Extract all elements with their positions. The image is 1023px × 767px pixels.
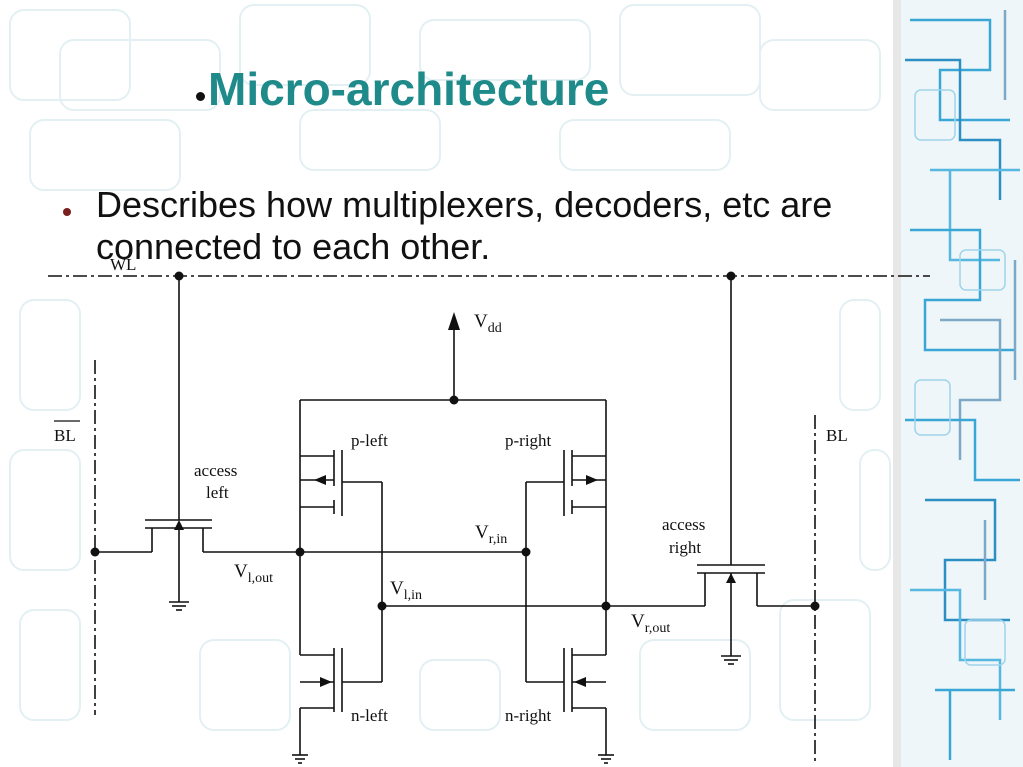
node-dot bbox=[726, 271, 736, 281]
access-left-label-line2: left bbox=[206, 483, 229, 502]
v-l-out-label: Vl,out bbox=[234, 561, 273, 586]
n-right-label: n-right bbox=[505, 706, 552, 725]
node-dot bbox=[449, 395, 459, 405]
v-r-in-label: Vr,in bbox=[475, 522, 507, 547]
access-right-arrow-icon bbox=[726, 573, 736, 583]
bullet-text: Describes how multiplexers, decoders, et… bbox=[96, 184, 833, 267]
wordline-label: WL bbox=[110, 255, 136, 274]
access-left-arrow-icon bbox=[174, 520, 184, 530]
vdd-arrow-icon bbox=[448, 312, 460, 330]
access-left-label-line1: access bbox=[194, 461, 237, 480]
p-right-label: p-right bbox=[505, 431, 552, 450]
vdd-label: Vdd bbox=[474, 311, 502, 336]
p-left-label: p-left bbox=[351, 431, 388, 450]
v-r-out-label: Vr,out bbox=[631, 611, 670, 636]
node-dot bbox=[810, 601, 820, 611]
node-dot bbox=[521, 547, 531, 557]
node-dot bbox=[601, 601, 611, 611]
node-dot bbox=[377, 601, 387, 611]
node-dot bbox=[90, 547, 100, 557]
p-left-arrow-icon bbox=[314, 475, 326, 485]
slide-title: Micro-architecture bbox=[196, 62, 609, 116]
n-left-arrow-icon bbox=[320, 677, 332, 687]
title-text: Micro-architecture bbox=[208, 63, 610, 115]
bitline-bar-label: BL bbox=[54, 426, 76, 445]
n-right-arrow-icon bbox=[574, 677, 586, 687]
node-dot bbox=[295, 547, 305, 557]
access-right-label-line2: right bbox=[669, 538, 701, 557]
v-l-in-label: Vl,in bbox=[390, 578, 422, 603]
n-left-label: n-left bbox=[351, 706, 388, 725]
bitline-label: BL bbox=[826, 426, 848, 445]
bullet-icon bbox=[63, 208, 71, 216]
node-dot bbox=[174, 271, 184, 281]
p-right-arrow-icon bbox=[586, 475, 598, 485]
access-right-label-line1: access bbox=[662, 515, 705, 534]
title-bullet-icon bbox=[196, 92, 205, 101]
